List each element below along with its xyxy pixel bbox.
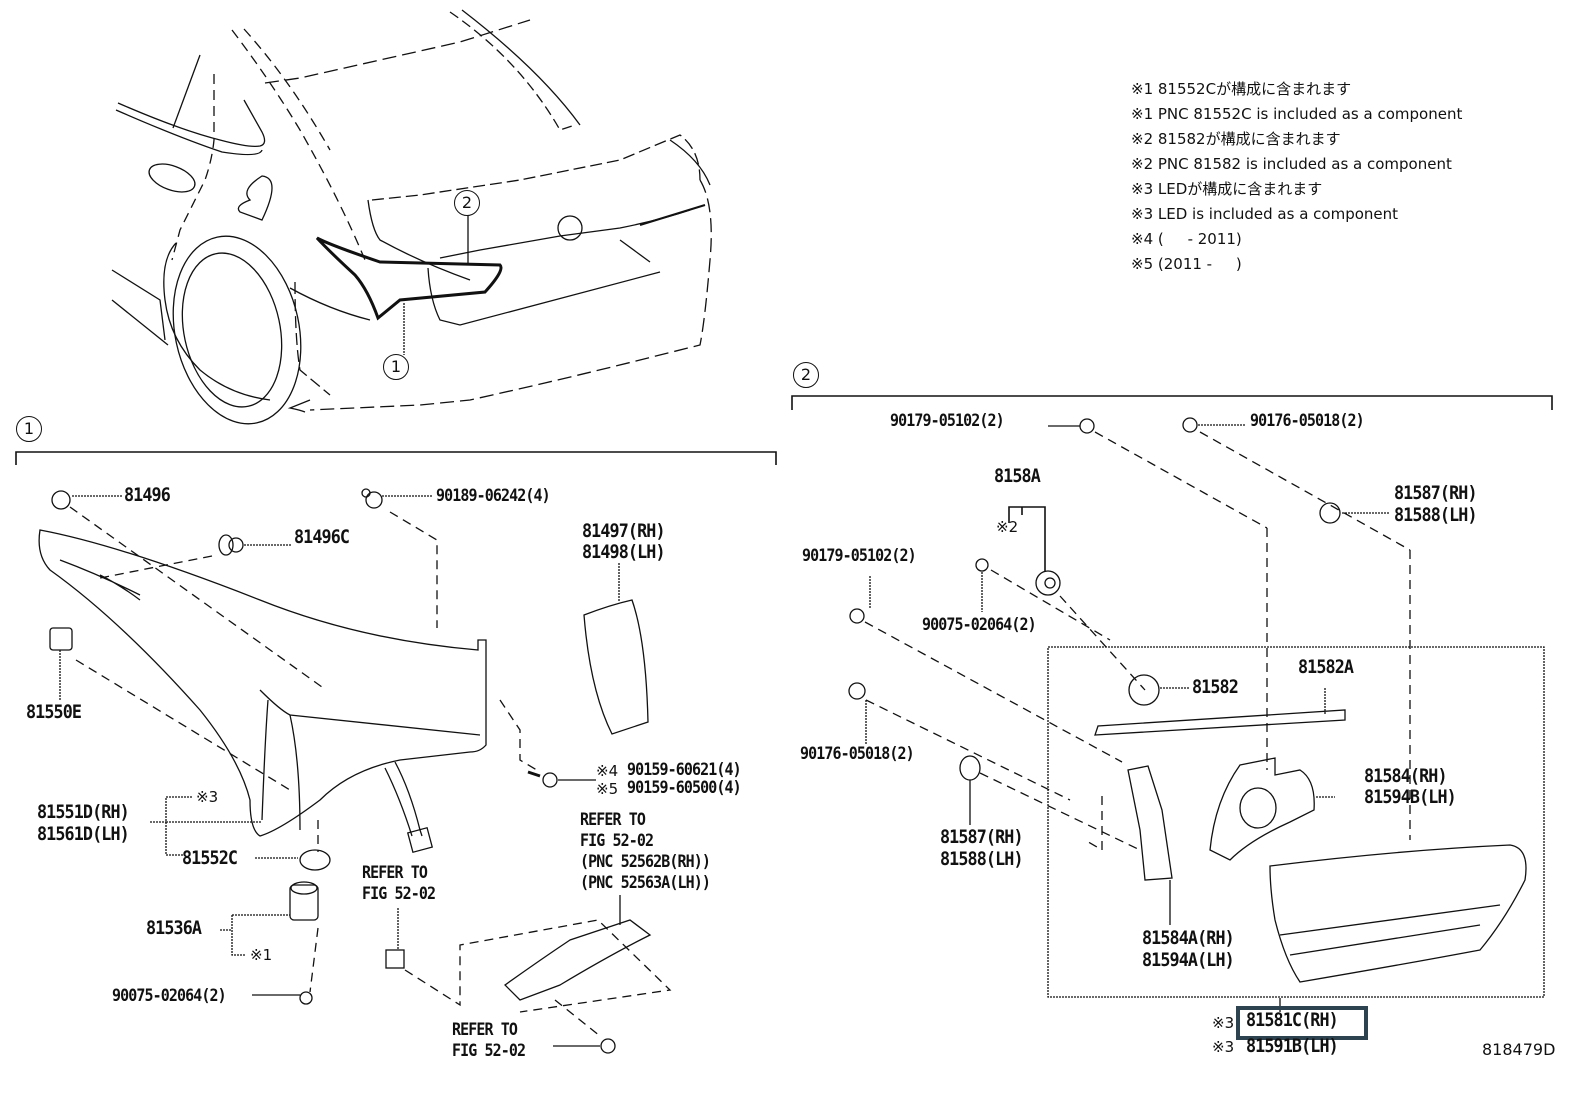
part-81582a[interactable]: 81582A — [1298, 656, 1354, 678]
group-2-bracket — [791, 395, 1553, 998]
note-line: ※1 81552Cが構成に含まれます — [1131, 80, 1352, 98]
note-line: ※4 ( - 2011) — [1131, 230, 1242, 248]
part-81496c[interactable]: 81496C — [294, 526, 350, 548]
overview-callout-1[interactable]: 1 — [383, 354, 409, 380]
part-90075-02064-g2[interactable]: 90075-02064(2) — [922, 615, 1037, 635]
group-1-bracket — [15, 451, 777, 465]
figure-id: 818479D — [1482, 1040, 1556, 1059]
part-81588-lh-top[interactable]: 81588(LH) — [1394, 504, 1478, 526]
group-1-parts — [38, 488, 672, 1054]
part-81552c[interactable]: 81552C — [182, 847, 238, 869]
refer-b-line[interactable]: FIG 52-02 — [362, 884, 436, 904]
mark-1: ※1 — [250, 946, 273, 964]
group-1-callout: 1 — [16, 416, 42, 442]
part-81594b-lh[interactable]: 81594B(LH) — [1364, 786, 1457, 808]
part-90189-06242[interactable]: 90189-06242(4) — [436, 486, 551, 506]
part-81581c-rh[interactable]: 81581C(RH) — [1246, 1009, 1339, 1031]
part-81551d-rh[interactable]: 81551D(RH) — [37, 801, 130, 823]
group-2-callout: 2 — [793, 362, 819, 388]
clip-81496-shape — [51, 490, 71, 510]
refer-c-line[interactable]: FIG 52-02 — [452, 1041, 526, 1061]
note-line: ※3 LED is included as a component — [1131, 205, 1399, 223]
part-8158a[interactable]: 8158A — [994, 465, 1041, 487]
part-90159-60621[interactable]: 90159-60621(4) — [627, 760, 742, 780]
part-81584a-rh[interactable]: 81584A(RH) — [1142, 927, 1235, 949]
mark-5: ※5 — [596, 780, 619, 798]
car-rear-overview — [111, 9, 712, 425]
note-line: ※5 (2011 - ) — [1131, 255, 1242, 273]
part-90176-05018-top[interactable]: 90176-05018(2) — [1250, 411, 1365, 431]
highlight-box-81581c — [1236, 1006, 1368, 1040]
mark-3-81581c: ※3 — [1212, 1014, 1235, 1032]
mark-3: ※3 — [196, 788, 219, 806]
group-2-parts — [848, 417, 1527, 1012]
part-81496[interactable]: 81496 — [124, 484, 171, 506]
part-90159-60500[interactable]: 90159-60500(4) — [627, 778, 742, 798]
part-90179-05102-top[interactable]: 90179-05102(2) — [890, 411, 1005, 431]
part-81536a[interactable]: 81536A — [146, 917, 202, 939]
part-81584-rh[interactable]: 81584(RH) — [1364, 765, 1448, 787]
part-90075-02064[interactable]: 90075-02064(2) — [112, 986, 227, 1006]
note-line: ※1 PNC 81552C is included as a component — [1131, 105, 1463, 123]
part-81561d-lh[interactable]: 81561D(LH) — [37, 823, 130, 845]
refer-a-line[interactable]: REFER TO — [580, 810, 646, 830]
mark-4: ※4 — [596, 762, 619, 780]
overview-callout-2[interactable]: 2 — [454, 190, 480, 216]
refer-c-line[interactable]: REFER TO — [452, 1020, 518, 1040]
part-81550e[interactable]: 81550E — [26, 701, 82, 723]
part-81587-rh-top[interactable]: 81587(RH) — [1394, 482, 1478, 504]
part-81498-lh[interactable]: 81498(LH) — [582, 541, 666, 563]
part-81591b-lh[interactable]: 81591B(LH) — [1246, 1035, 1339, 1057]
part-90179-05102-left[interactable]: 90179-05102(2) — [802, 546, 917, 566]
mark-2: ※2 — [996, 518, 1019, 536]
refer-b-line[interactable]: REFER TO — [362, 863, 428, 883]
part-81587-rh[interactable]: 81587(RH) — [940, 826, 1024, 848]
refer-a-line[interactable]: (PNC 52563A(LH)) — [580, 873, 711, 893]
mark-3-81591b: ※3 — [1212, 1038, 1235, 1056]
note-line: ※3 LEDが構成に含まれます — [1131, 180, 1323, 198]
part-90176-05018-left[interactable]: 90176-05018(2) — [800, 744, 915, 764]
part-81497-rh[interactable]: 81497(RH) — [582, 520, 666, 542]
note-line: ※2 PNC 81582 is included as a component — [1131, 155, 1452, 173]
part-81588-lh[interactable]: 81588(LH) — [940, 848, 1024, 870]
part-81582[interactable]: 81582 — [1192, 676, 1239, 698]
part-81594a-lh[interactable]: 81594A(LH) — [1142, 949, 1235, 971]
refer-a-line[interactable]: FIG 52-02 — [580, 831, 654, 851]
refer-a-line[interactable]: (PNC 52562B(RH)) — [580, 852, 711, 872]
note-line: ※2 81582が構成に含まれます — [1131, 130, 1341, 148]
